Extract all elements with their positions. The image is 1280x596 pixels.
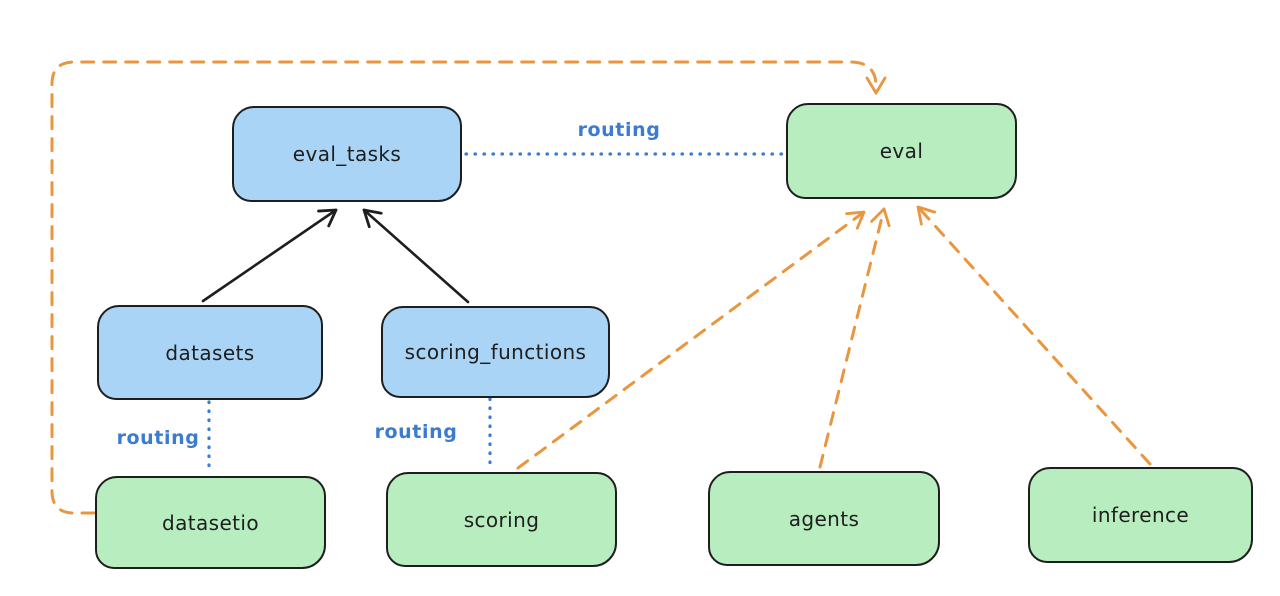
edge-datasets-eval-tasks: [201, 208, 338, 303]
node-label: scoring: [463, 507, 540, 532]
node-agents: agents: [708, 471, 940, 566]
node-scoring-functions: scoring_functions: [381, 306, 610, 398]
edge-label-routing: routing: [577, 119, 661, 141]
node-inference: inference: [1028, 467, 1253, 563]
node-label: datasets: [165, 340, 255, 365]
edge-inference-eval: [916, 205, 1152, 466]
node-scoring: scoring: [386, 472, 617, 567]
node-label: scoring_functions: [404, 340, 587, 364]
edge-agents-eval: [818, 207, 891, 469]
node-label: eval: [879, 139, 924, 163]
node-label: inference: [1091, 503, 1190, 527]
edge-label-routing: routing: [374, 421, 458, 443]
node-eval-tasks: eval_tasks: [232, 106, 462, 202]
node-label: agents: [788, 506, 860, 531]
node-label: eval_tasks: [292, 142, 402, 166]
edge-label-routing: routing: [116, 427, 200, 449]
node-datasets: datasets: [97, 305, 323, 400]
edge-scoring-functions-eval-tasks: [362, 208, 470, 304]
edges-group: [50, 60, 1152, 515]
edge-scoring-eval: [516, 210, 866, 470]
node-datasetio: datasetio: [95, 476, 326, 569]
node-label: datasetio: [161, 510, 259, 535]
node-eval: eval: [786, 103, 1017, 199]
